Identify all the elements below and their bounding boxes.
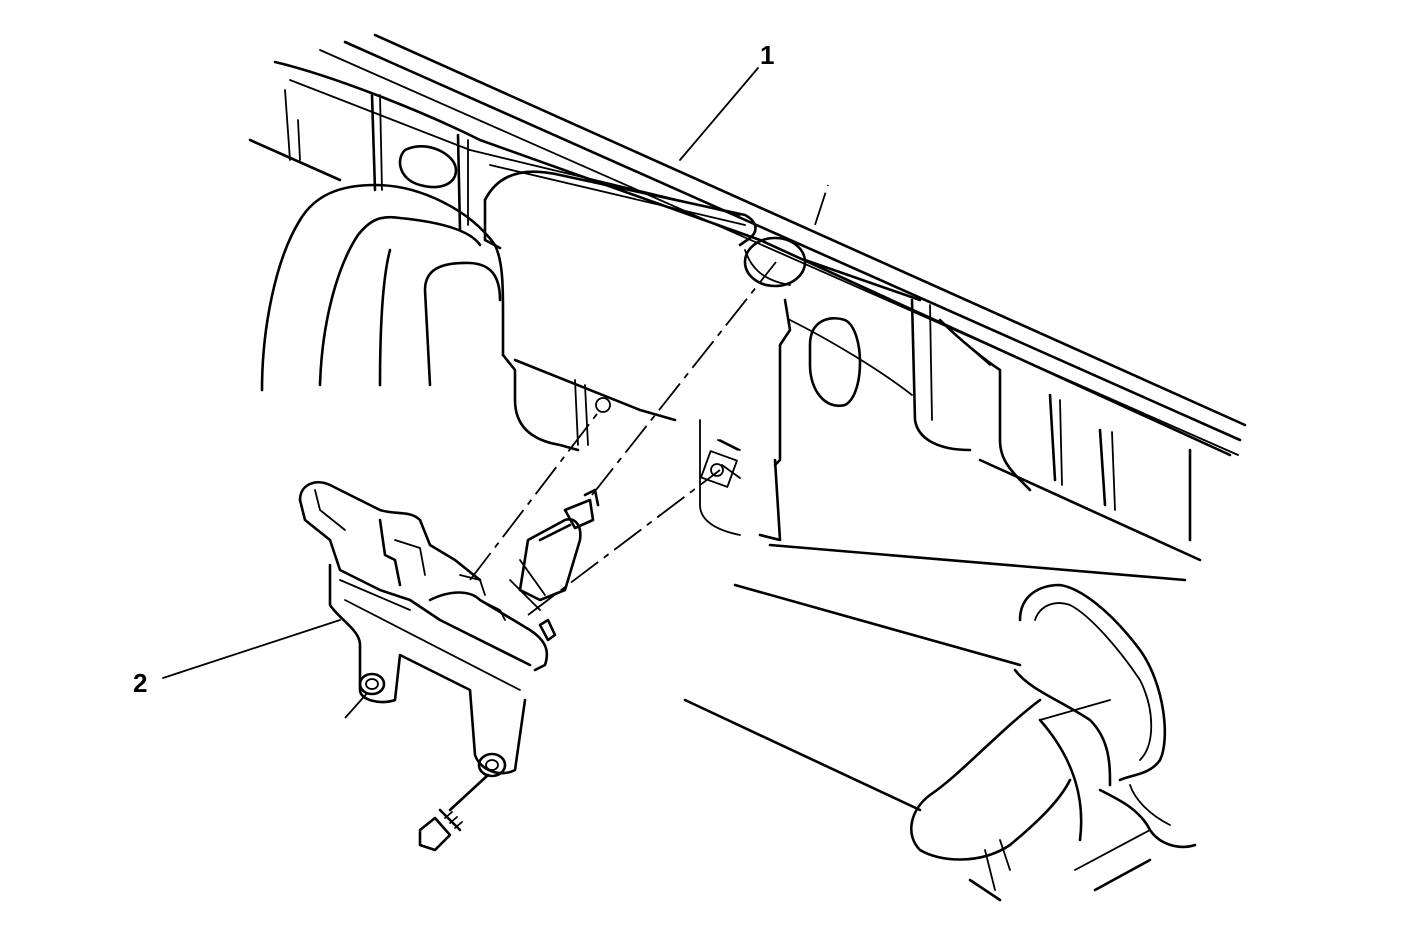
right-ribs — [699, 298, 1202, 582]
left-pillar — [260, 183, 677, 452]
alignment-lines — [344, 184, 829, 719]
callout-2: 2 — [133, 668, 148, 698]
recessed-panel — [469, 149, 922, 467]
leader-lines — [162, 67, 759, 679]
upper-panel — [248, 33, 1247, 457]
leader-line-2 — [162, 619, 341, 679]
floor-structure — [683, 583, 1197, 902]
callout-1: 1 — [760, 40, 775, 70]
bolt — [418, 773, 490, 852]
bracket-assembly — [298, 480, 600, 778]
leader-line-1 — [679, 67, 759, 161]
